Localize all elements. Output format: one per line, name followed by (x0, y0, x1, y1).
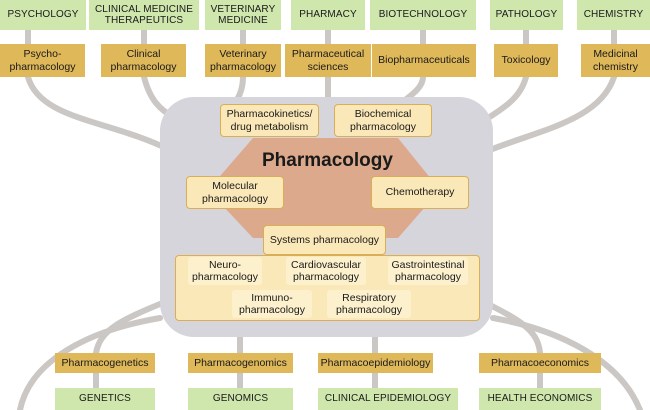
field-clinical-pharmacology: Clinical pharmacology (101, 44, 186, 77)
field-medicinal-chemistry: Medicinal chemistry (581, 44, 650, 77)
subfield-neuropharmacology: Neuro- pharmacology (188, 257, 262, 285)
field-pharmacoepidemiology: Pharmacoepidemiology (318, 353, 433, 373)
field-biopharmaceuticals: Biopharmaceuticals (372, 44, 476, 77)
pharmacology-title: Pharmacology (262, 150, 393, 171)
field-pharmaceutical-sciences: Pharmaceutical sciences (285, 44, 371, 77)
subfield-pharmacokinetics: Pharmacokinetics/ drug metabolism (220, 104, 319, 137)
discipline-psychology: PSYCHOLOGY (0, 0, 86, 30)
discipline-chemistry: CHEMISTRY (577, 0, 650, 30)
discipline-genetics: GENETICS (55, 388, 155, 410)
discipline-clinical-medicine: CLINICAL MEDICINE THERAPEUTICS (89, 0, 199, 30)
discipline-pharmacy: PHARMACY (291, 0, 365, 30)
discipline-veterinary-medicine: VETERINARY MEDICINE (205, 0, 281, 30)
subfield-respiratory-pharmacology: Respiratory pharmacology (327, 290, 411, 318)
subfield-biochemical-pharmacology: Biochemical pharmacology (334, 104, 432, 137)
field-pharmacogenetics: Pharmacogenetics (55, 353, 155, 373)
field-toxicology: Toxicology (494, 44, 558, 77)
discipline-clinical-epidemiology: CLINICAL EPIDEMIOLOGY (318, 388, 458, 410)
subfield-chemotherapy: Chemotherapy (371, 176, 469, 209)
subfield-immunopharmacology: Immuno- pharmacology (232, 290, 312, 318)
subfield-gastrointestinal-pharmacology: Gastrointestinal pharmacology (388, 257, 468, 285)
discipline-health-economics: HEALTH ECONOMICS (479, 388, 601, 410)
subfield-systems-pharmacology: Systems pharmacology (263, 225, 386, 255)
field-pharmacogenomics: Pharmacogenomics (188, 353, 293, 373)
field-pharmacoeconomics: Pharmacoeconomics (479, 353, 601, 373)
discipline-biotechnology: BIOTECHNOLOGY (370, 0, 476, 30)
field-psychopharmacology: Psycho- pharmacology (0, 44, 85, 77)
subfield-cardiovascular-pharmacology: Cardiovascular pharmacology (286, 257, 366, 285)
discipline-genomics: GENOMICS (188, 388, 293, 410)
field-veterinary-pharmacology: Veterinary pharmacology (205, 44, 281, 77)
discipline-pathology: PATHOLOGY (490, 0, 563, 30)
subfield-molecular-pharmacology: Molecular pharmacology (186, 176, 284, 209)
